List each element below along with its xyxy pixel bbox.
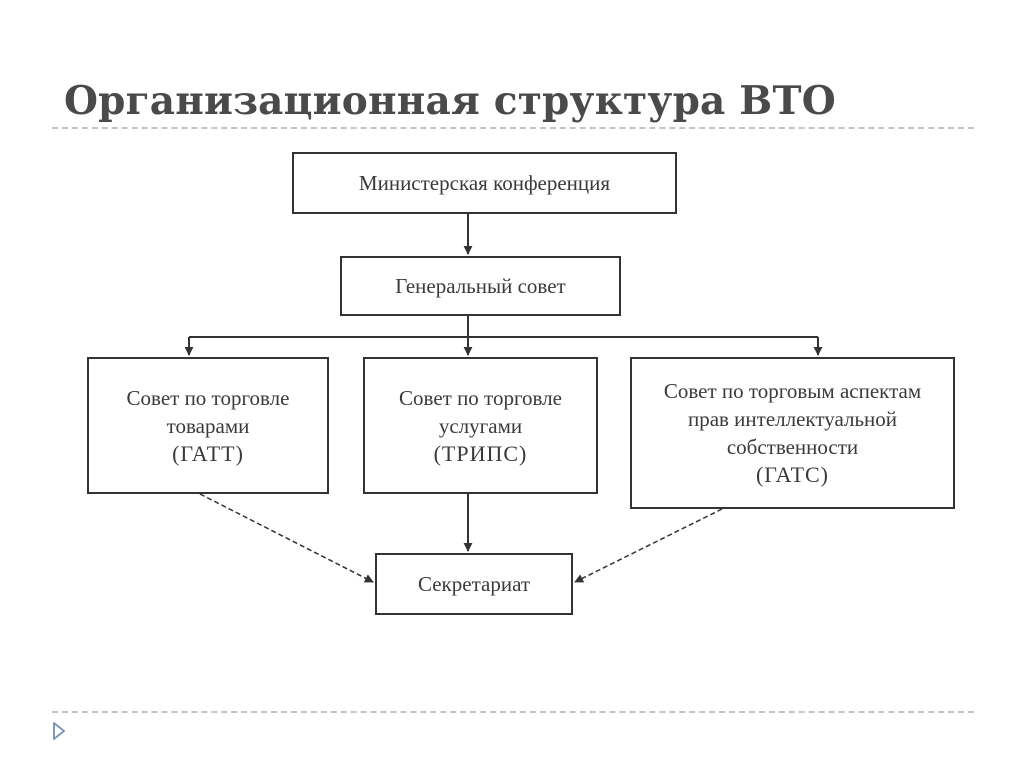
node-label: Министерская конференция (358, 171, 611, 195)
node-abbreviation: (ГАТТ) (172, 440, 244, 466)
edge-goods-to-secretariat (199, 493, 374, 583)
node-label: Секретариат (417, 572, 531, 596)
node-label-line-1: Совет по торговым аспектам (663, 379, 922, 403)
node-label-line-3: собственности (726, 435, 859, 459)
node-label-line-2: прав интеллектуальной (687, 407, 898, 431)
triangle-right-icon[interactable] (52, 721, 66, 741)
title-divider (52, 127, 974, 129)
node-label-line-1: Совет по торговле (399, 385, 562, 410)
slide-title: Организационная структура ВТО (64, 78, 836, 124)
node-label-line-1: Совет по торговле (126, 385, 290, 410)
node-services-council: Совет по торговле услугами (ТРИПС) (363, 357, 598, 494)
node-label-line-2: товарами (166, 413, 250, 438)
node-general-council: Генеральный совет (340, 256, 621, 316)
node-label-line-2: услугами (438, 413, 523, 438)
node-ministerial-conference: Министерская конференция (292, 152, 677, 214)
node-goods-council: Совет по торговле товарами (ГАТТ) (87, 357, 329, 494)
node-ip-council: Совет по торговым аспектам прав интеллек… (630, 357, 955, 509)
footer-divider (52, 711, 974, 713)
edge-ip-to-secretariat (574, 508, 723, 583)
node-secretariat: Секретариат (375, 553, 573, 615)
node-abbreviation: (ТРИПС) (433, 440, 528, 466)
node-abbreviation: (ГАТС) (755, 462, 830, 487)
node-label: Генеральный совет (395, 274, 566, 298)
